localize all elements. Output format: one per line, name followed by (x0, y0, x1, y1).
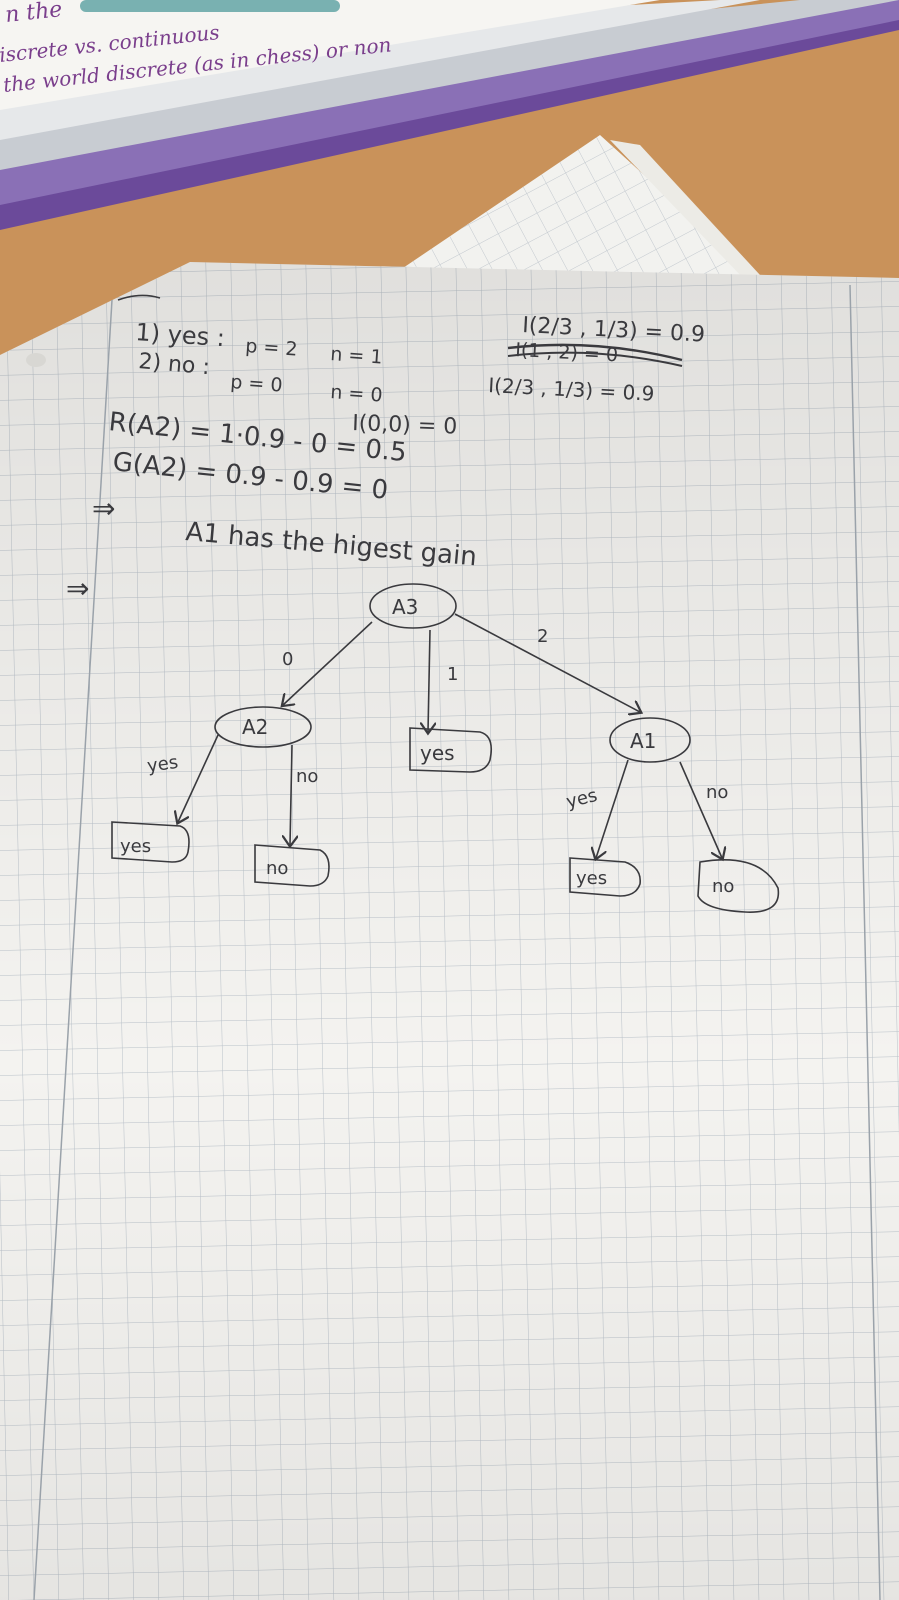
folder-stack (0, 0, 899, 230)
tree-middle-leaf-box (409, 727, 493, 773)
tree-node-a1-label: A1 (630, 729, 656, 753)
tree-labels: A3 0 1 2 A2 yes A1 yes no yes no yes no … (120, 595, 734, 897)
note-yes-p: p = 2 (245, 335, 299, 361)
margin-line (33, 299, 113, 1600)
tree-edge-a2-no (290, 744, 292, 845)
tree-edge-a2-yes (178, 734, 219, 822)
note-no-n: n = 0 (330, 381, 384, 407)
strikethrough (507, 343, 683, 362)
tree-node-a2-label: A2 (242, 715, 268, 739)
note-yes-label: 1) yes : (135, 318, 226, 352)
tree-node-a1 (609, 717, 691, 763)
tree-edge-0 (283, 621, 373, 705)
note-no-p: p = 0 (230, 371, 284, 397)
tree-edge-0-label: 0 (282, 649, 293, 670)
back-sheet (400, 135, 760, 280)
tree-leaf-a2-yes-label: yes (120, 836, 151, 857)
tree-edge-2-label: 2 (537, 626, 548, 647)
tree-a1-edge-no-label: no (706, 782, 728, 803)
tree-middle-leaf-label: yes (420, 741, 455, 765)
tree-leaf-a1-no-label: no (712, 876, 734, 897)
note-no-label: 2) no : (137, 349, 210, 380)
tree-edge-1-label: 1 (447, 664, 458, 685)
note-implies-arrow-1: ⇒ (92, 492, 115, 525)
tree-leaf-a1-no-box (697, 859, 780, 913)
tree-root-label: A3 (392, 595, 418, 619)
tree-edge-a1-no (679, 761, 722, 858)
tree-leaf-a2-no-label: no (266, 858, 288, 879)
tree-edge-a1-yes (596, 759, 629, 858)
tree-edge-1 (428, 629, 430, 732)
note-implies-arrow-2: ⇒ (66, 572, 89, 605)
note-yes-n: n = 1 (330, 343, 384, 369)
tree-a2-edge-yes-label: yes (146, 752, 180, 777)
decision-tree (111, 583, 780, 913)
tree-leaf-a1-yes-box (569, 857, 642, 897)
tree-leaf-a1-yes-label: yes (576, 868, 607, 889)
note-entropy-zero: I(0,0) = 0 (352, 411, 458, 440)
tree-leaf-a2-yes-box (111, 821, 190, 863)
tree-root-node (369, 583, 457, 629)
tree-edge-2 (454, 613, 640, 712)
tree-leaf-a2-no-box (254, 844, 330, 887)
tree-node-a2 (214, 706, 312, 748)
paper-sheet (0, 262, 899, 1600)
tree-a2-edge-no-label: no (296, 766, 318, 787)
